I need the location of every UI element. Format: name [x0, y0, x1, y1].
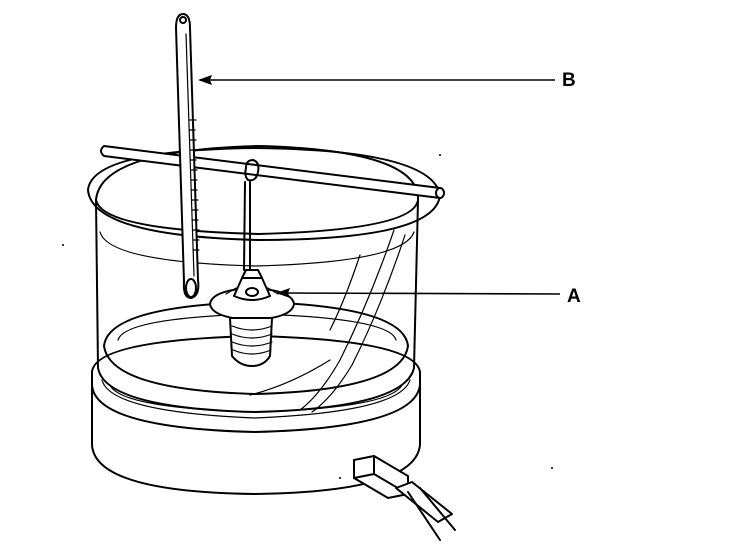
- support-rod: [100, 145, 445, 199]
- power-plug: [353, 455, 456, 541]
- wire-ring: [87, 147, 441, 241]
- thermostat: [209, 269, 295, 367]
- thermometer: [175, 13, 200, 299]
- scan-specks: [62, 154, 553, 479]
- leader-lines: [198, 75, 561, 298]
- label-b: B: [562, 70, 576, 91]
- string-clip: [243, 159, 260, 271]
- label-a: A: [567, 286, 581, 307]
